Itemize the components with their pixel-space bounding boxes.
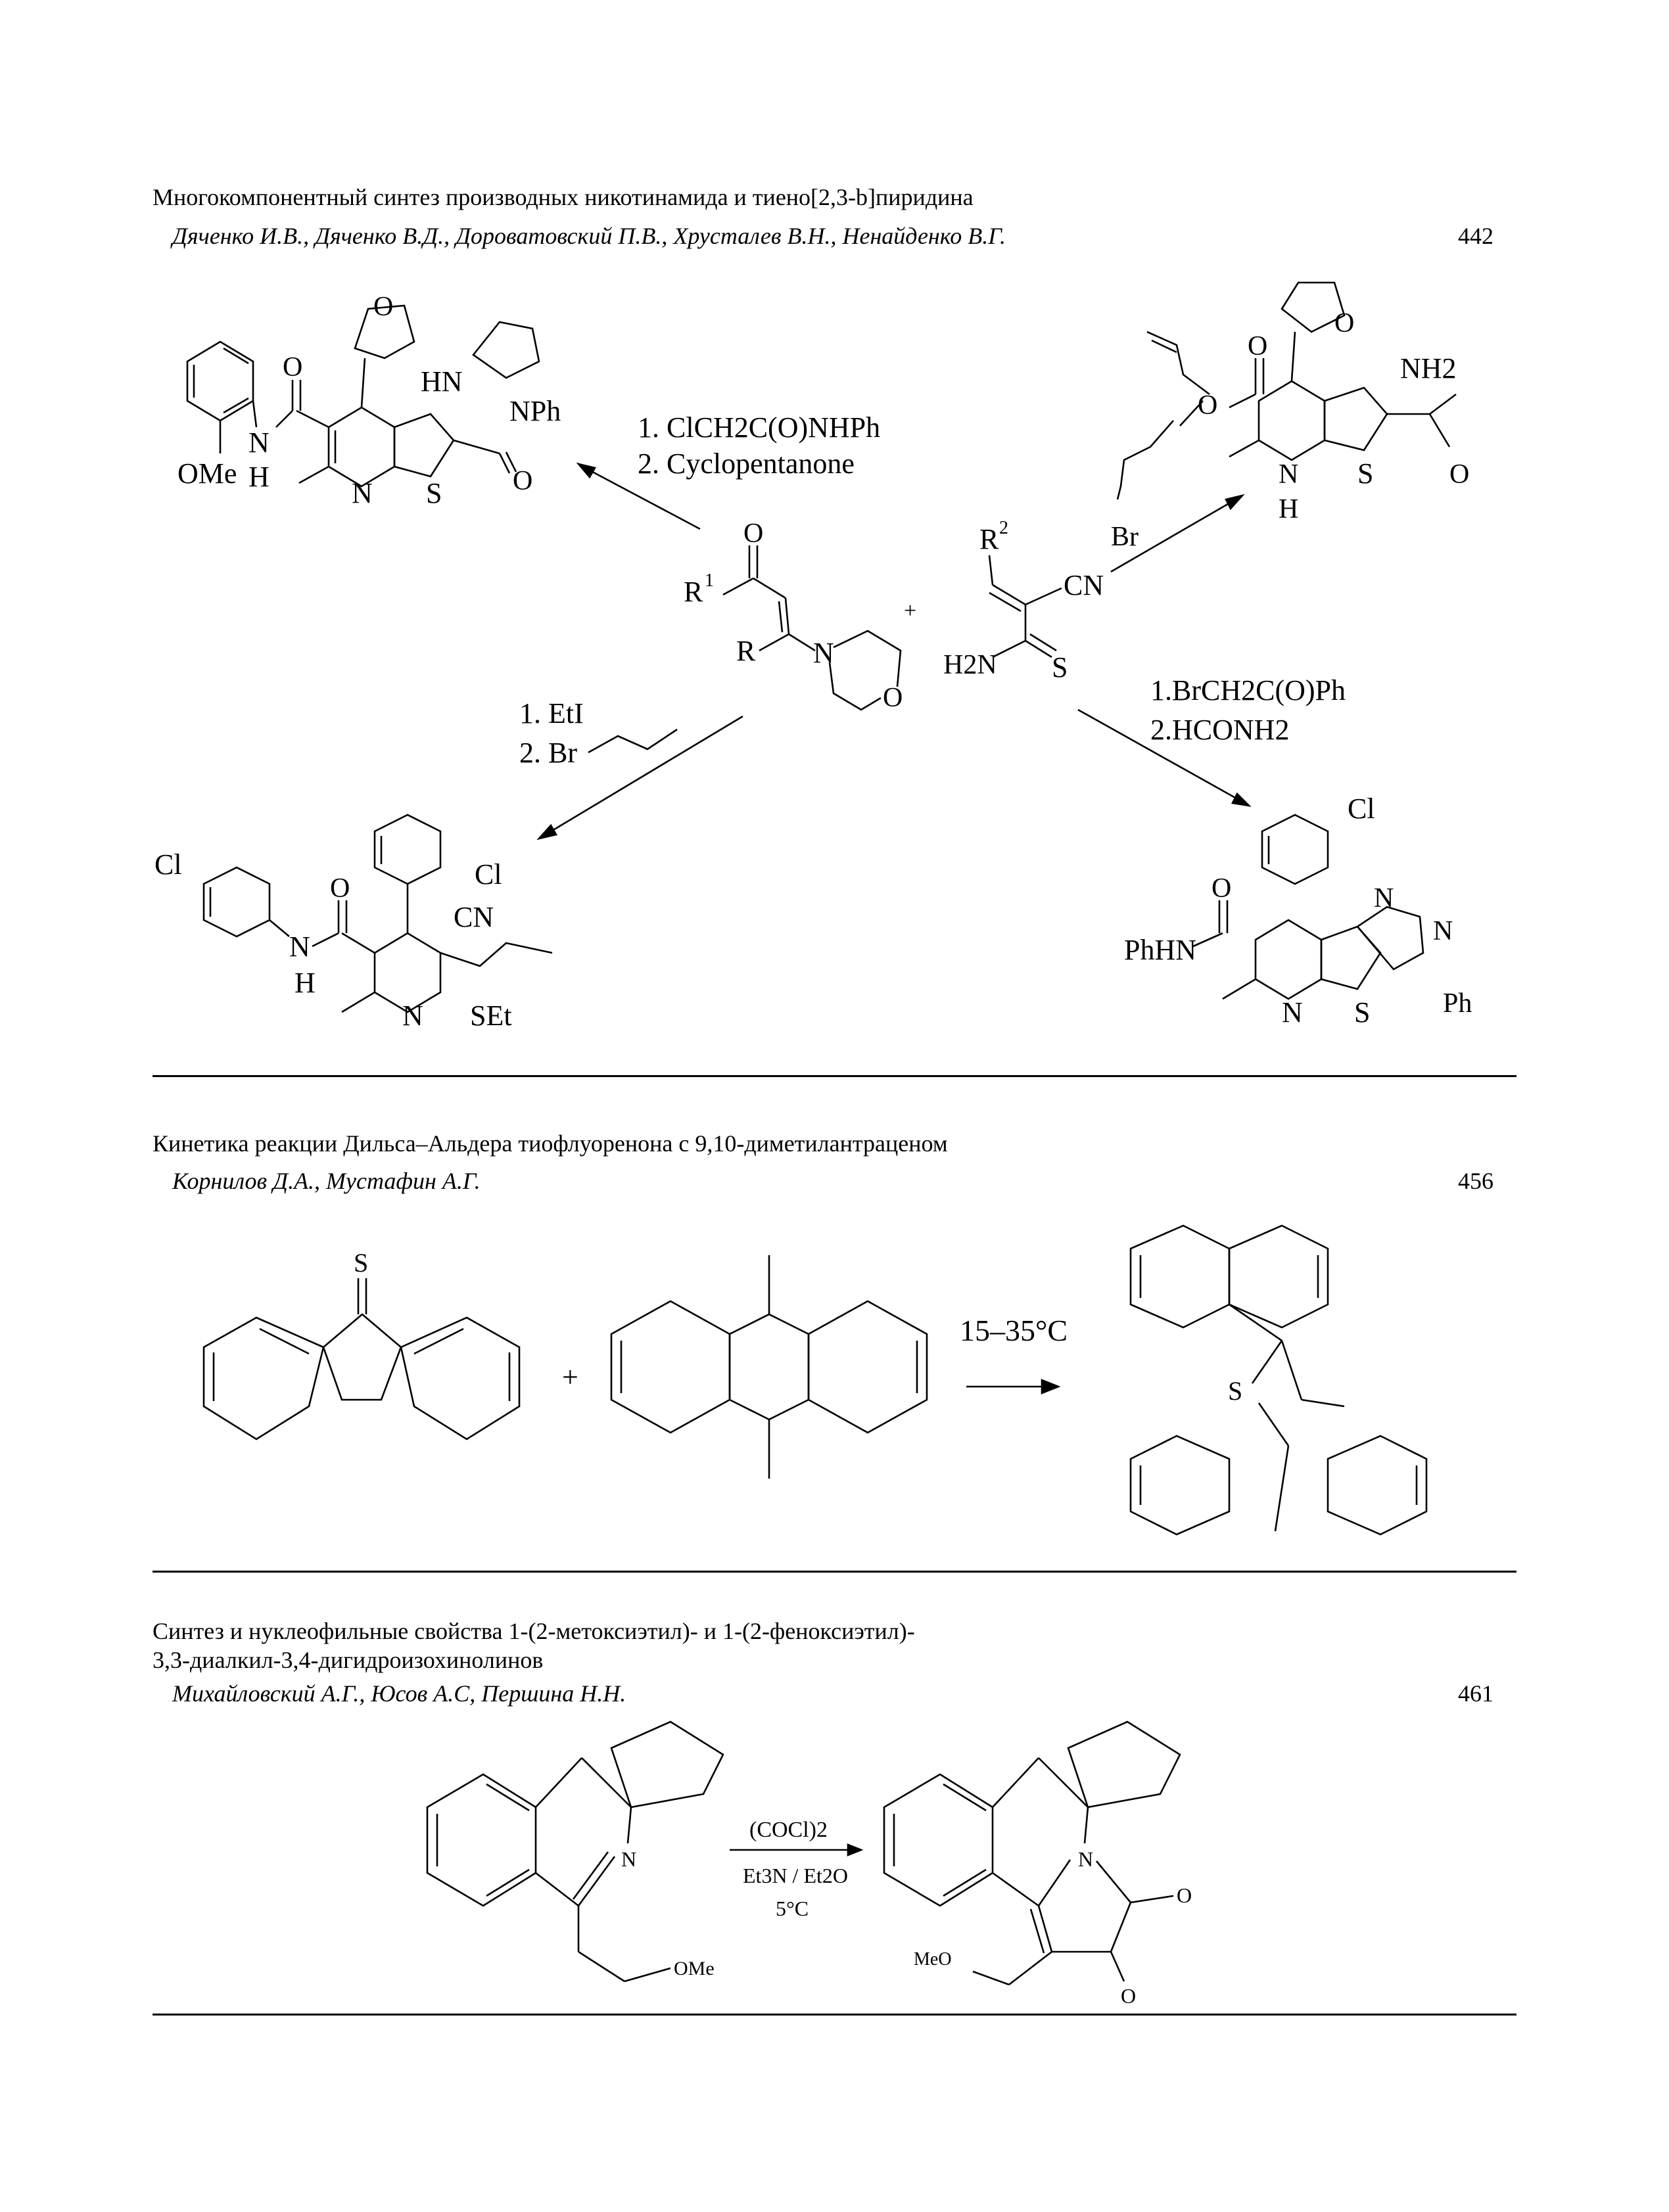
svg-text:O: O — [1121, 1984, 1136, 2008]
svg-text:N: N — [1433, 916, 1453, 946]
condition-top-right: Br — [1111, 522, 1139, 552]
svg-text:N: N — [352, 477, 373, 509]
svg-text:N: N — [1374, 883, 1394, 913]
reagent-temperature: 5°C — [776, 1897, 809, 1920]
svg-text:S: S — [1052, 651, 1068, 683]
svg-text:O: O — [513, 466, 532, 496]
svg-text:S: S — [1357, 457, 1373, 490]
article-2-authors: Корнилов Д.А., Мустафин А.Г. — [172, 1168, 481, 1194]
reagent-oxalyl-chloride: (COCl)2 — [749, 1818, 828, 1842]
svg-text:O: O — [373, 292, 393, 322]
article-2-page: 456 — [1458, 1168, 1493, 1194]
scheme-1: O R 1 R N O + R 2 CN H2N S 1. ClCH2C(O)N… — [154, 281, 1472, 1032]
svg-text:N: N — [813, 637, 834, 669]
svg-text:1: 1 — [705, 570, 714, 591]
svg-text:Cl: Cl — [1348, 793, 1375, 825]
product-top-right: O O N H S NH2 O O — [1146, 281, 1469, 524]
svg-text:2: 2 — [999, 518, 1008, 538]
svg-text:O: O — [1211, 873, 1231, 904]
svg-text:N: N — [289, 931, 310, 963]
diels-alder-adduct-structure: S — [1129, 1224, 1428, 1536]
article-1-authors: Дяченко И.В., Дяченко В.Д., Дороватовски… — [172, 223, 1006, 249]
condition-bottom-left-2: 2. Br — [519, 737, 577, 769]
svg-text:HN: HN — [421, 365, 463, 398]
condition-top-left-1: 1. ClCH2C(O)NHPh — [638, 411, 880, 444]
svg-text:O: O — [1177, 1883, 1192, 1907]
svg-text:N: N — [1279, 459, 1298, 490]
article-1-title: Многокомпонентный синтез производных ник… — [153, 184, 974, 210]
svg-text:NH2: NH2 — [1400, 352, 1457, 384]
article-3-page: 461 — [1458, 1680, 1493, 1707]
svg-text:OMe: OMe — [177, 457, 237, 490]
product-bottom-right: Cl PhHN O N S N N Ph — [1124, 793, 1472, 1028]
svg-text:H2N: H2N — [943, 650, 997, 680]
condition-bottom-right-2: 2.HCONH2 — [1150, 714, 1289, 746]
svg-text:H: H — [248, 461, 270, 493]
pyrroloisoquinolinedione-structure: N O O MeO — [883, 1720, 1192, 2008]
separator-2 — [153, 1571, 1516, 1573]
svg-text:N: N — [248, 426, 270, 459]
article-2-title: Кинетика реакции Дильса–Альдера тиофлуор… — [153, 1130, 948, 1157]
svg-text:OMe: OMe — [674, 1958, 715, 1979]
dimethylanthracene-structure — [610, 1255, 928, 1479]
reaction-arrows — [536, 462, 1252, 841]
svg-text:O: O — [1449, 459, 1469, 490]
svg-text:Cl: Cl — [154, 848, 182, 881]
svg-text:N: N — [1078, 1847, 1093, 1871]
condition-bottom-left-1: 1. EtI — [519, 697, 584, 729]
article-3-authors: Михайловский А.Г., Юсов А.С, Першина Н.Н… — [172, 1680, 626, 1707]
scheme-2: S + 15–35°C S — [202, 1224, 1428, 1536]
svg-text:S: S — [1354, 996, 1370, 1028]
thioamide-structure: R 2 CN H2N S — [943, 518, 1104, 683]
svg-text:O: O — [1248, 331, 1267, 361]
svg-text:O: O — [743, 518, 763, 549]
svg-text:R: R — [979, 523, 999, 555]
svg-text:Cl: Cl — [475, 858, 502, 890]
svg-text:N: N — [1282, 996, 1303, 1028]
svg-text:MeO: MeO — [914, 1949, 952, 1970]
svg-text:CN: CN — [454, 901, 494, 933]
svg-text:S: S — [426, 477, 442, 509]
svg-text:CN: CN — [1064, 569, 1104, 601]
plus-sign-1: + — [904, 599, 916, 623]
svg-text:SEt: SEt — [470, 1000, 512, 1032]
article-3-title-line-1: Синтез и нуклеофильные свойства 1-(2-мет… — [153, 1618, 915, 1644]
article-1-page: 442 — [1458, 223, 1493, 249]
svg-text:H: H — [1279, 494, 1298, 524]
svg-text:O: O — [1334, 308, 1354, 338]
svg-text:NPh: NPh — [509, 395, 561, 427]
svg-text:O: O — [330, 873, 350, 904]
svg-text:O: O — [1198, 390, 1217, 421]
product-bottom-left: Cl N H O N Cl CN SEt — [154, 814, 553, 1032]
condition-bottom-right-1: 1.BrCH2C(O)Ph — [1150, 674, 1346, 706]
svg-text:S: S — [354, 1248, 368, 1278]
svg-text:S: S — [1228, 1376, 1242, 1406]
svg-text:R: R — [736, 635, 756, 667]
svg-text:N: N — [402, 1000, 423, 1032]
svg-text:O: O — [283, 352, 302, 382]
enaminone-structure: O R 1 R N O — [684, 518, 903, 713]
plus-sign-2: + — [562, 1361, 578, 1393]
scheme-3: N OMe (COCl)2 Et3N / Et2O 5°C N O O MeO — [426, 1720, 1192, 2008]
reagent-solvent: Et3N / Et2O — [743, 1864, 848, 1887]
condition-top-left-2: 2. Cyclopentanone — [638, 448, 855, 480]
svg-text:H: H — [294, 967, 316, 999]
article-3-title-line-2: 3,3-диалкил-3,4-дигидроизохинолинов — [153, 1647, 544, 1673]
thiofluorenone-structure: S — [202, 1248, 521, 1440]
svg-text:R: R — [684, 576, 703, 608]
svg-text:O: O — [883, 683, 903, 713]
separator-1 — [153, 1075, 1516, 1077]
separator-3 — [153, 2014, 1516, 2016]
svg-text:Ph: Ph — [1443, 988, 1472, 1019]
svg-text:PhHN: PhHN — [1124, 934, 1196, 966]
dihydroisoquinoline-structure: N OMe — [426, 1720, 724, 1983]
allyl-reagent — [588, 728, 678, 754]
condition-temperature: 15–35°C — [960, 1314, 1068, 1347]
svg-text:N: N — [621, 1847, 636, 1871]
product-top-left: OMe N H O N S O HN NPh O — [177, 292, 561, 509]
